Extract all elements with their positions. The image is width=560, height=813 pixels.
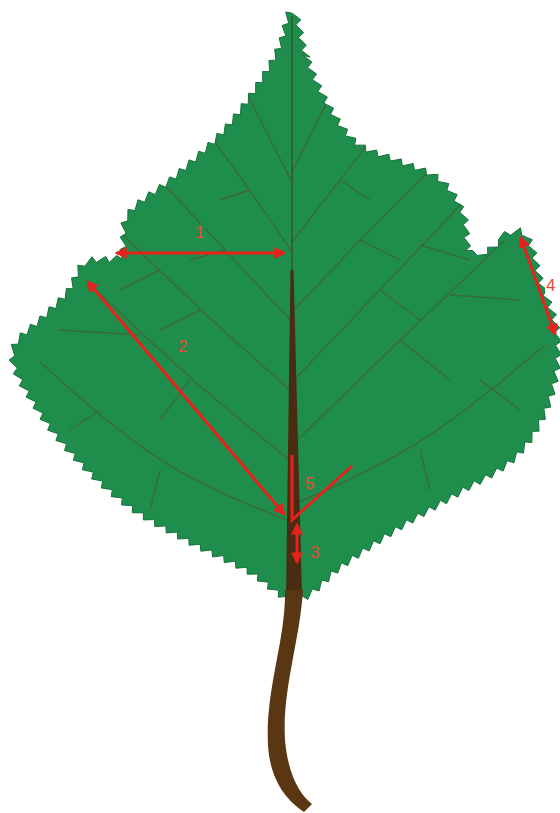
leaf-vein (120, 270, 160, 290)
callout-number: 5 (304, 475, 315, 492)
leaf-vein (292, 170, 430, 312)
base-arrow (296, 525, 299, 562)
measure-arrows (88, 238, 555, 562)
leaf-blade (9, 12, 560, 603)
leaf-vein (360, 240, 400, 260)
leaf-vein (420, 245, 470, 260)
callout-number: 2 (177, 338, 188, 355)
midrib (286, 270, 302, 596)
leaf-vein (292, 345, 545, 505)
leaf-vein (340, 180, 370, 200)
leaf-vein (380, 290, 420, 320)
petiole (268, 590, 312, 812)
leaf-vein (292, 122, 385, 242)
angle-lines (292, 455, 352, 520)
leaf-vein (160, 310, 200, 330)
leaf-vein (420, 450, 430, 490)
callout-number: 4 (545, 277, 556, 294)
leaf-vein (292, 200, 465, 382)
leaf-vein (246, 92, 292, 182)
leaf-vein (88, 282, 292, 462)
leaf-vein (40, 362, 292, 522)
leaf-vein (160, 180, 292, 322)
leaf-vein (150, 470, 160, 510)
leaf-vein (206, 130, 292, 252)
leaf-vein (292, 76, 340, 172)
width-arrow (117, 252, 284, 255)
midrib (291, 16, 293, 280)
leaf-vein (480, 380, 520, 410)
leaf-vein (450, 295, 520, 300)
length-arrow (88, 282, 284, 514)
leaf-vein (120, 232, 292, 392)
leaf-vein (70, 410, 100, 430)
leaf-vein (400, 340, 450, 380)
leaf-vein (220, 190, 250, 200)
callout-number: 1 (194, 224, 205, 241)
callout-number: 3 (309, 544, 320, 561)
